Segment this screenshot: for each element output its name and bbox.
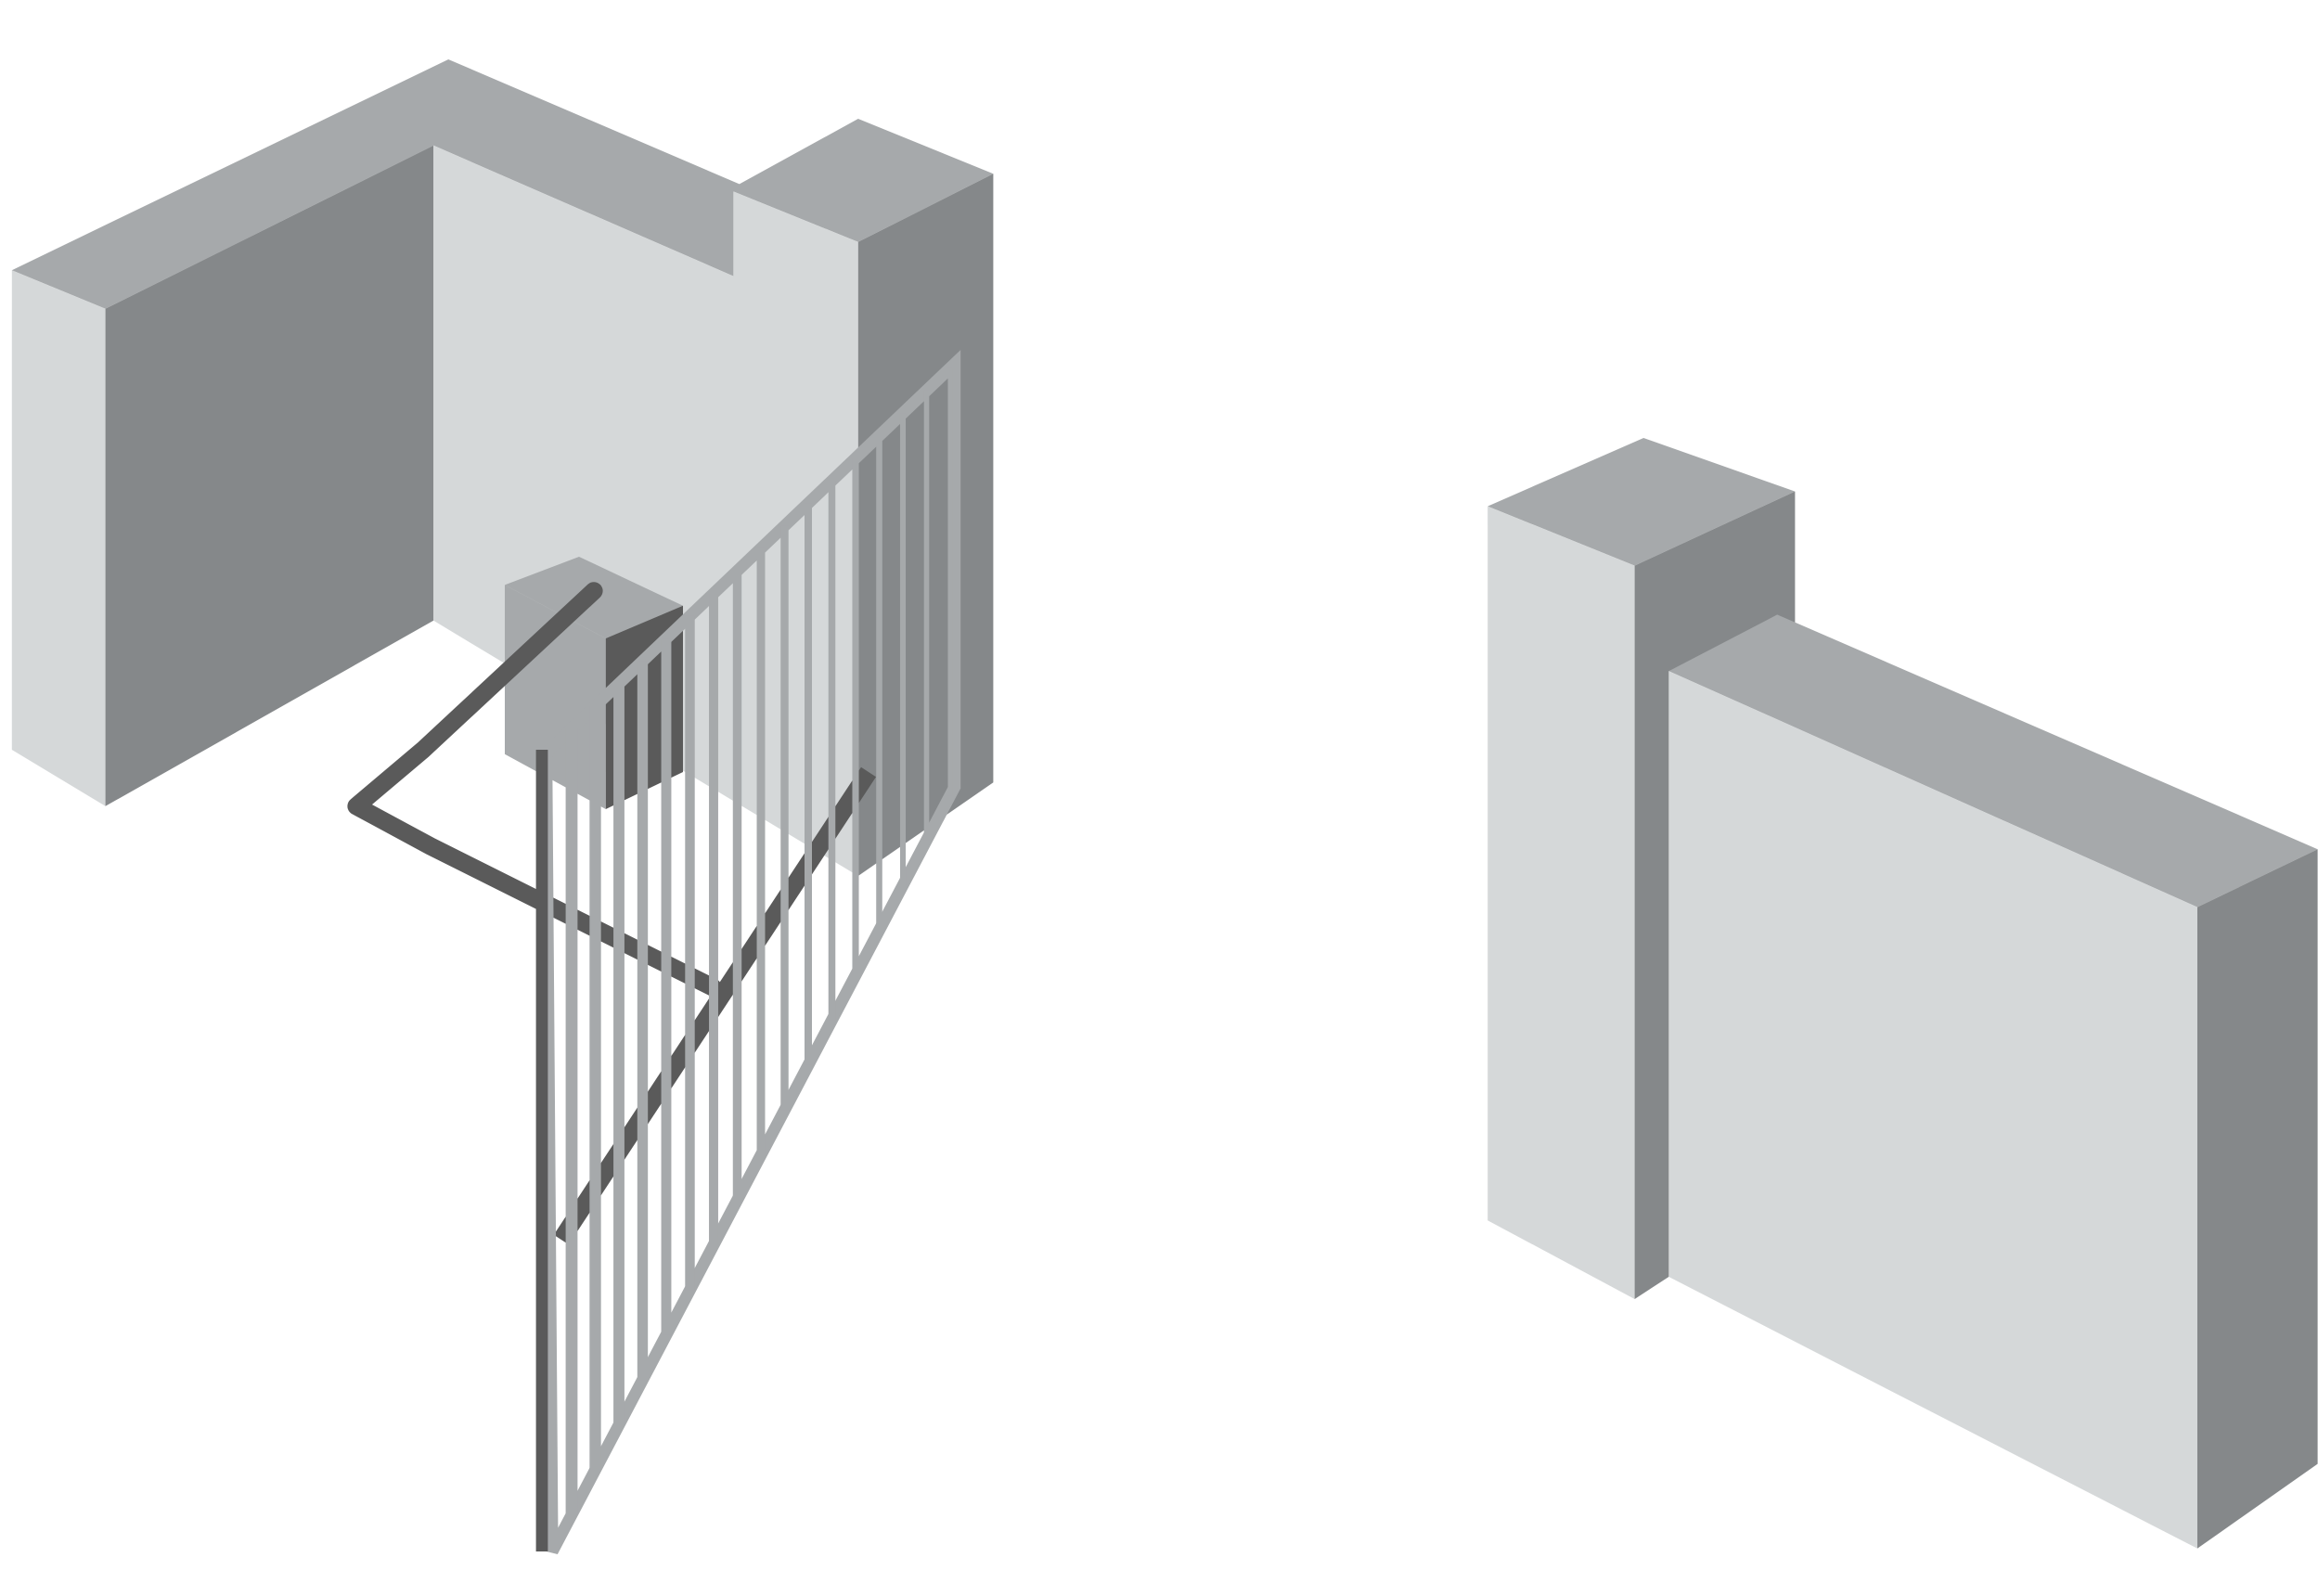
right-pillar-top-face bbox=[1487, 438, 1796, 566]
operator-arm bbox=[347, 582, 722, 997]
right-wall-front-face bbox=[1668, 671, 2197, 1549]
left-wall-end-face bbox=[11, 270, 106, 806]
right-pillar-and-wall bbox=[1487, 438, 2318, 1549]
right-pillar-front-face bbox=[1487, 506, 1635, 1299]
left-wall-inner-face bbox=[433, 145, 858, 877]
right-wall-top-face bbox=[1668, 614, 2318, 907]
swing-gate bbox=[535, 350, 961, 1554]
left-wall-top-face bbox=[11, 59, 994, 309]
left-wall-dark-face bbox=[105, 145, 434, 806]
gate-frame bbox=[540, 350, 961, 1554]
right-wall-end-face bbox=[2197, 849, 2318, 1549]
